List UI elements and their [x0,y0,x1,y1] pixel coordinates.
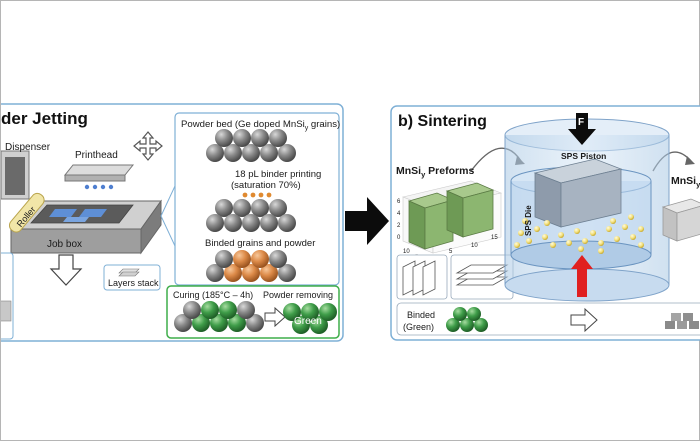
sintered-grains-small [665,313,699,329]
job-box-label: Job box [47,239,82,250]
force-arrow-up [571,255,593,297]
bottom-strip [396,302,700,336]
green-spheres-small [446,307,488,332]
axis-tick: 0 [397,235,401,241]
panel-b-title: b) Sintering [398,113,487,130]
green-part [283,303,337,334]
binded-grains [206,250,296,282]
powder-removing-label: Powder removing [263,290,333,300]
sps-piston-label: SPS Piston [561,151,606,161]
axis-tick: 6 [397,199,401,205]
dispenser-label: Dispenser [5,142,51,153]
preforms-label: MnSiy Preforms [396,165,474,179]
sps-die-label: SPS Die [524,205,533,236]
process-arrow [345,197,389,245]
force-label: F [578,117,584,128]
cured-grains [174,301,264,332]
binded-grains-label: Binded grains and powder [205,238,315,249]
move-arrows-icon [133,131,163,161]
binded-label: Binded [407,310,435,320]
sintered-sample [661,198,700,242]
layers-stack-box [103,264,161,291]
axis-tick: 5 [449,249,453,255]
right-arrow-icon [570,307,598,333]
binder-printing-label: 18 pL binder printing [235,169,321,180]
force-arrow-down [568,113,596,145]
powder-bed-label: Powder bed (Ge doped MnSiy grains) [181,119,340,132]
panel-a-title: der Jetting [1,109,88,128]
binder-droplets [242,192,272,198]
layer-sheets-right [450,254,514,300]
axis-tick: 4 [397,211,401,217]
preforms-plot [402,180,502,254]
sps-die [504,118,670,302]
printhead-label: Printhead [75,150,118,161]
green-paren-label: (Green) [403,322,434,332]
curing-label: Curing (185°C – 4h) [173,290,253,300]
axis-tick: 10 [471,243,478,249]
green-label: Green [294,316,322,327]
powder-particles [514,214,644,254]
saturation-label: (saturation 70%) [231,180,301,191]
layer-sheets-left [396,254,448,300]
axis-tick: 15 [491,235,498,241]
left-inset-device [0,300,12,322]
axis-tick: 10 [403,249,410,255]
left-inset-box [0,252,14,340]
layers-stack-label: Layers stack [108,278,159,288]
grey-grains-middle [206,199,296,232]
right-arrow-icon [264,306,286,328]
down-arrow-icon [49,254,83,286]
right-sample-label: MnSiy [671,175,700,189]
axis-tick: 2 [397,223,401,229]
binder-jetting-machine [0,150,162,255]
grey-grains-top [206,129,296,162]
